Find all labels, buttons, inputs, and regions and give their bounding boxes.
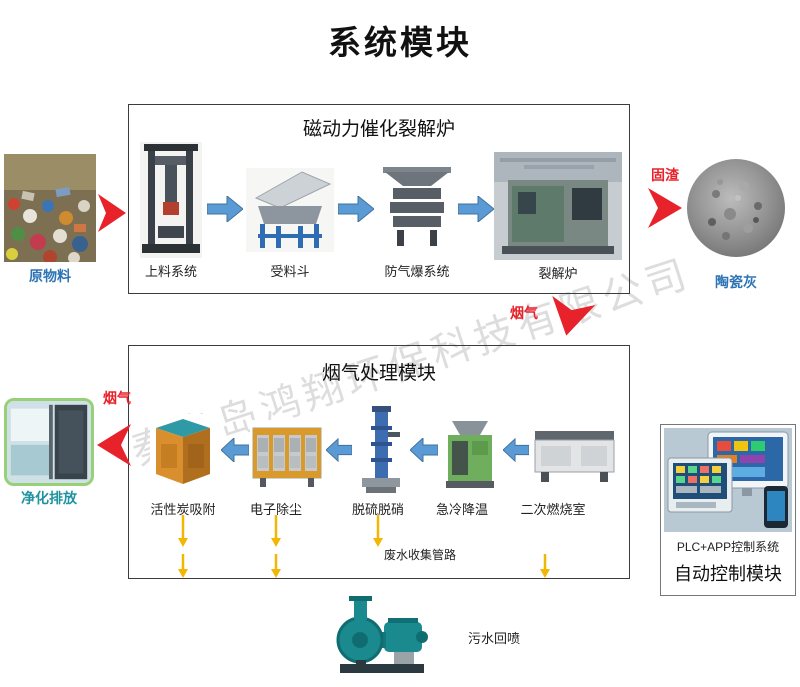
control-module-label: 自动控制模块: [674, 564, 782, 584]
pipeline-label: 废水收集管路: [384, 548, 457, 562]
clean-discharge-label: 净化排放: [21, 490, 77, 506]
quench-cooling-image: [440, 417, 500, 495]
secondary-combustion-image: [531, 424, 618, 488]
flue-gas-out-label: 烟气: [103, 390, 131, 406]
wastewater-arrow-icon: [270, 515, 282, 547]
arrow-furnace-to-ash-icon: [646, 188, 684, 228]
ceramic-ash-label: 陶瓷灰: [715, 274, 757, 290]
flow-arrow-right-icon: [457, 194, 495, 224]
arrow-to-clean-icon: [95, 424, 133, 466]
page-title: 系统模块: [328, 24, 472, 61]
sewage-pump-image: [332, 588, 432, 682]
wastewater-arrow-icon: [539, 554, 551, 578]
treatment-box-title: 烟气处理模块: [321, 363, 436, 384]
activated-carbon-image: [150, 414, 216, 490]
anti-explosion-image: [377, 162, 457, 252]
pyrolysis-box-title: 磁动力催化裂解炉: [302, 119, 455, 140]
feeding-system-label: 上料系统: [144, 264, 197, 279]
flow-arrow-left-icon: [220, 436, 250, 464]
flue-gas-down-label: 烟气: [510, 305, 538, 321]
flow-arrow-left-icon: [409, 436, 439, 464]
wastewater-arrow-icon: [270, 554, 282, 578]
ceramic-ash-image: [686, 158, 786, 258]
desulfurization-label: 脱硫脱硝: [351, 502, 404, 517]
wastewater-arrow-icon: [177, 515, 189, 547]
flow-arrow-left-icon: [502, 437, 530, 463]
electrostatic-dust-image: [250, 420, 324, 490]
raw-material-label: 原物料: [29, 268, 71, 284]
sewage-pump-label: 污水回喷: [467, 631, 520, 646]
pyrolysis-box: [128, 104, 630, 294]
electrostatic-dust-label: 电子除尘: [249, 502, 302, 517]
flow-arrow-left-icon: [325, 437, 353, 463]
clean-discharge-image: [4, 398, 94, 486]
control-box: [660, 424, 796, 596]
hopper-label: 受料斗: [270, 264, 310, 279]
furnace-label: 裂解炉: [538, 266, 578, 281]
raw-material-image: [4, 154, 96, 262]
quench-cooling-label: 急冷降温: [435, 502, 488, 517]
arrow-flue-down-icon: [544, 294, 596, 342]
feeding-system-image: [140, 142, 202, 258]
residue-label: 固渣: [651, 167, 679, 183]
activated-carbon-label: 活性炭吸附: [150, 502, 216, 517]
flow-arrow-right-icon: [206, 194, 244, 224]
wastewater-arrow-icon: [372, 515, 384, 547]
control-system-label: PLC+APP控制系统: [676, 540, 780, 554]
flow-arrow-right-icon: [337, 194, 375, 224]
anti-explosion-label: 防气爆系统: [384, 264, 450, 279]
furnace-image: [494, 152, 622, 260]
arrow-raw-to-feeder-icon: [97, 194, 127, 232]
secondary-combustion-label: 二次燃烧室: [520, 502, 586, 517]
desulfurization-image: [354, 404, 408, 500]
wastewater-arrow-icon: [177, 554, 189, 578]
control-monitors-image: [664, 428, 792, 532]
hopper-image: [246, 168, 334, 252]
